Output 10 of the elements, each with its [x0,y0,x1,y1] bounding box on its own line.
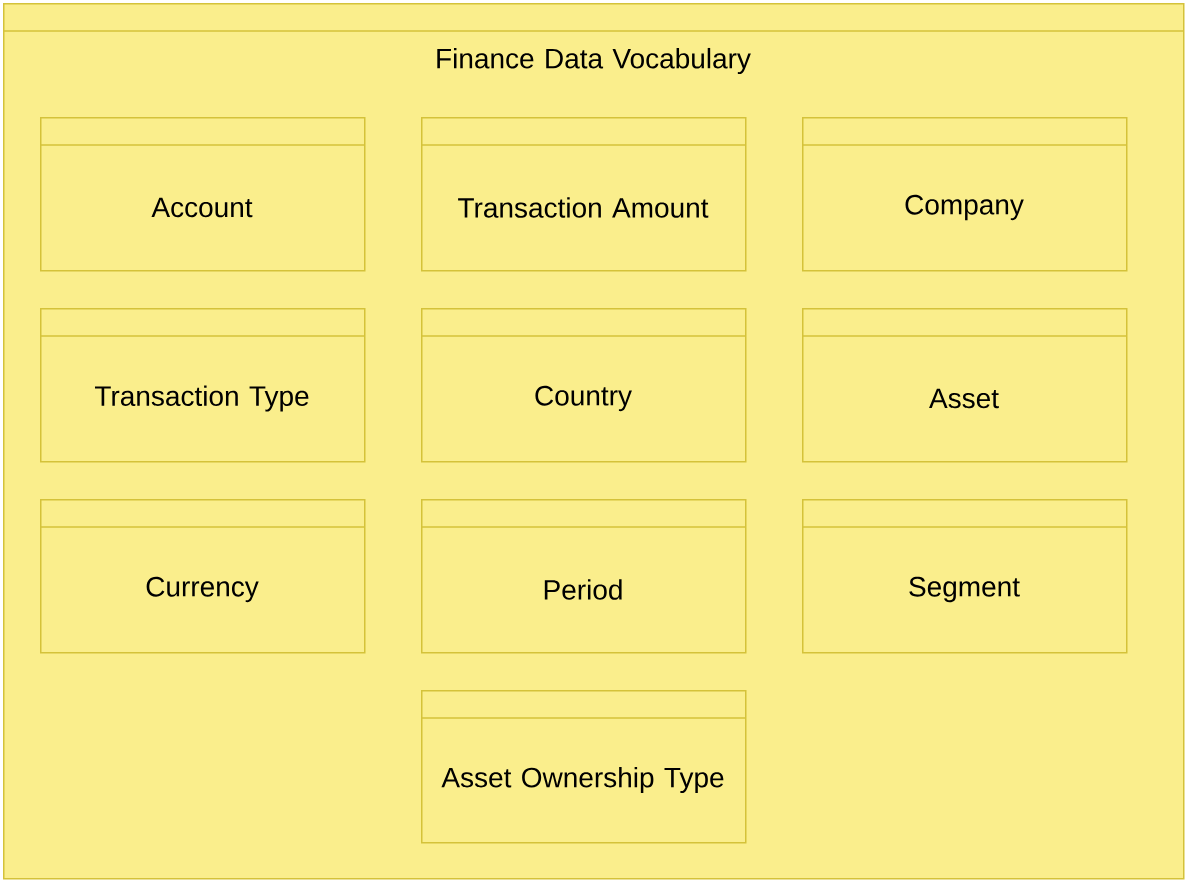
package-box: Segment [801,499,1128,654]
package-box: Account [39,117,366,272]
package-box: Transaction Amount [420,117,747,272]
package-box: Transaction Type [39,308,366,463]
package-box: Company [801,117,1128,272]
package-box: Currency [39,499,366,654]
package-box: Asset Ownership Type [420,690,747,844]
package-box: Period [420,499,747,654]
package-box: Asset [801,308,1128,463]
package-box: Country [420,308,747,463]
